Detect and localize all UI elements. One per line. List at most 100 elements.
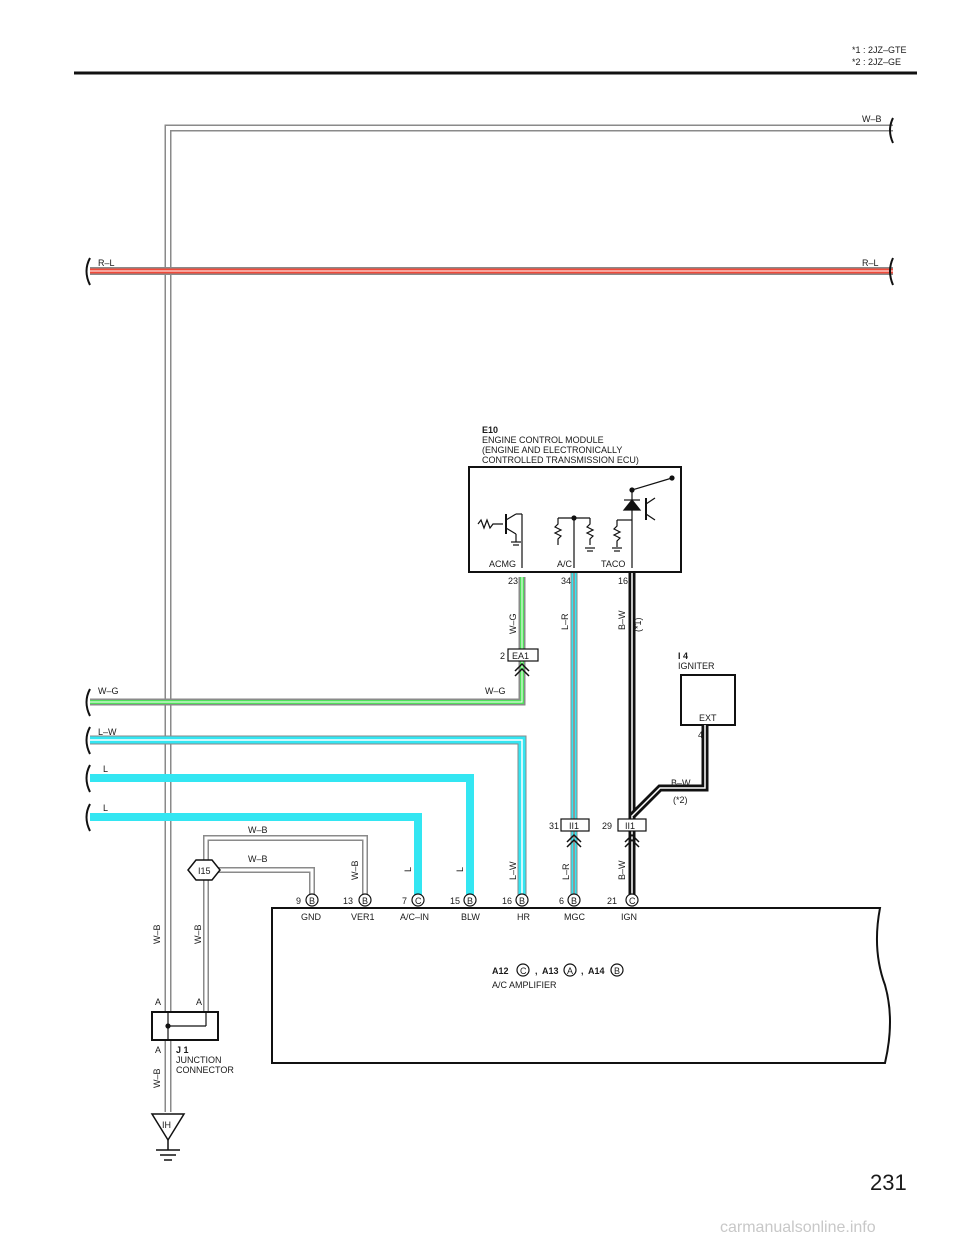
- igniter-code: I 4: [678, 651, 688, 661]
- wire-label-l1-left: L: [103, 764, 108, 774]
- wire-label-wb-j1-right: W–B: [193, 924, 203, 944]
- wire-top-wb: [164, 124, 893, 1112]
- model-note-1: *1 : 2JZ–GTE: [852, 45, 907, 55]
- amp-pin-num-hr: 16: [502, 896, 512, 906]
- igniter-pin: 4: [698, 730, 703, 740]
- amp-id-1: A12: [492, 966, 509, 976]
- ea1-name: EA1: [512, 651, 529, 661]
- amp-pin-conn-acin: C: [415, 896, 422, 906]
- wire-label-bw-note1: (*1): [633, 617, 643, 632]
- ii1-name-31: II1: [569, 821, 579, 831]
- j1-name-1: JUNCTION: [176, 1055, 222, 1065]
- ea1-chevron: [514, 662, 530, 677]
- amplifier-box: [271, 907, 891, 1064]
- ecm-name-1: ENGINE CONTROL MODULE: [482, 435, 604, 445]
- wire-label-wb-j1-left: W–B: [152, 924, 162, 944]
- igniter-name: IGNITER: [678, 661, 715, 671]
- ecm-name-2: (ENGINE AND ELECTRONICALLY: [482, 445, 622, 455]
- amp-pin-conn-hr: B: [519, 896, 525, 906]
- wire-label-wb-vert: W–B: [350, 860, 360, 880]
- ground-symbol: [150, 1113, 186, 1161]
- amp-id-3: A14: [588, 966, 605, 976]
- amp-pin-conn-gnd: B: [309, 896, 315, 906]
- amp-pin-label-blw: BLW: [461, 912, 480, 922]
- ecm-transistor-acmg: [477, 513, 523, 568]
- amp-conn-1: C: [520, 966, 527, 976]
- wire-wb-ver1: [203, 835, 368, 1012]
- wire-break-l2: [85, 803, 91, 832]
- wire-break-wg: [85, 688, 91, 717]
- amp-pin-conn-blw-circle: [463, 893, 477, 907]
- wire-break-top-right: [889, 117, 894, 144]
- wire-wb-gnd: [218, 867, 315, 897]
- ecm-pin-label-taco: TACO: [601, 559, 625, 569]
- j1-bus: [165, 1012, 207, 1040]
- amp-pin-label-hr: HR: [517, 912, 530, 922]
- amp-pin-num-ver1: 13: [343, 896, 353, 906]
- amp-pin-label-acin: A/C–IN: [400, 912, 429, 922]
- ii1-box-31: [560, 818, 590, 832]
- amp-sep-1: ,: [535, 966, 538, 976]
- wire-break-l1: [85, 764, 91, 793]
- ecm-circuit-taco: [612, 475, 675, 568]
- ecm-code: E10: [482, 425, 498, 435]
- amp-sep-2: ,: [581, 966, 584, 976]
- ecm-pin-label-ac: A/C: [557, 559, 573, 569]
- wire-label-wg-mid: W–G: [485, 686, 506, 696]
- watermark: carmanualsonline.info: [720, 1219, 876, 1236]
- wire-label-top-wb: W–B: [862, 114, 882, 124]
- wire-break-rl-left: [85, 257, 91, 286]
- amp-pin-num-gnd: 9: [296, 896, 301, 906]
- wire-label-wb-gnd-top: W–B: [248, 854, 268, 864]
- ecm-circuit-ac: [553, 515, 595, 568]
- ground-label: IH: [162, 1120, 171, 1130]
- amp-conn-3: B: [614, 966, 620, 976]
- junction-i15: I15: [187, 859, 221, 881]
- amp-id-2: A13: [542, 966, 559, 976]
- amp-pin-label-mgc: MGC: [564, 912, 585, 922]
- amp-pin-num-acin: 7: [402, 896, 407, 906]
- wire-label-wg-left: W–G: [98, 686, 119, 696]
- igniter-terminal: EXT: [699, 713, 717, 723]
- wire-label-wb-ground: W–B: [152, 1068, 162, 1088]
- wire-label-bw-igniter: B–W: [671, 778, 691, 788]
- amp-pin-conn-gnd-circle: [305, 893, 319, 907]
- wire-break-rl-right: [889, 257, 894, 286]
- wire-label-bw-ign: B–W: [617, 860, 627, 880]
- ii1-name-29: II1: [625, 821, 635, 831]
- amp-conn-2: A: [567, 966, 573, 976]
- amp-pin-num-blw: 15: [450, 896, 460, 906]
- model-note-2: *2 : 2JZ–GE: [852, 57, 901, 67]
- wire-label-l-blw: L: [455, 867, 465, 872]
- wire-label-bw-ecm: B–W: [617, 610, 627, 630]
- wire-label-rl-left: R–L: [98, 258, 115, 268]
- wire-l1: [90, 774, 474, 897]
- amp-pin-conn-hr-circle: [515, 893, 529, 907]
- wire-break-lw: [85, 726, 91, 755]
- wire-label-wg-ecm: W–G: [508, 613, 518, 634]
- j1-term-a1: A: [155, 997, 161, 1007]
- ii1-pin-31: 31: [549, 821, 559, 831]
- wire-label-wb-ver1-top: W–B: [248, 825, 268, 835]
- ecm-pin-num-23: 23: [508, 576, 518, 586]
- wire-label-bw-note2: (*2): [673, 795, 688, 805]
- junction-i15-label: I15: [198, 866, 211, 876]
- amp-pin-conn-ign: C: [629, 896, 636, 906]
- ecm-pin-num-16: 16: [618, 576, 628, 586]
- amp-conn-2-circle: [563, 963, 577, 977]
- j1-code: J 1: [176, 1045, 189, 1055]
- amp-pin-conn-ign-circle: [625, 893, 639, 907]
- ea1-box: [507, 648, 539, 662]
- j1-term-a3: A: [155, 1045, 161, 1055]
- wire-bw-igniter: [629, 740, 709, 819]
- igniter-box: [680, 674, 736, 726]
- amp-pin-conn-ver1: B: [362, 896, 368, 906]
- amp-pin-conn-ver1-circle: [358, 893, 372, 907]
- ecm-pin-num-34: 34: [561, 576, 571, 586]
- ecm-pin-label-acmg: ACMG: [489, 559, 516, 569]
- amp-name: A/C AMPLIFIER: [492, 980, 557, 990]
- wire-label-l-acin: L: [403, 867, 413, 872]
- ii1-chevron-29: [624, 833, 640, 848]
- wire-label-lw-hr: L–W: [508, 861, 518, 880]
